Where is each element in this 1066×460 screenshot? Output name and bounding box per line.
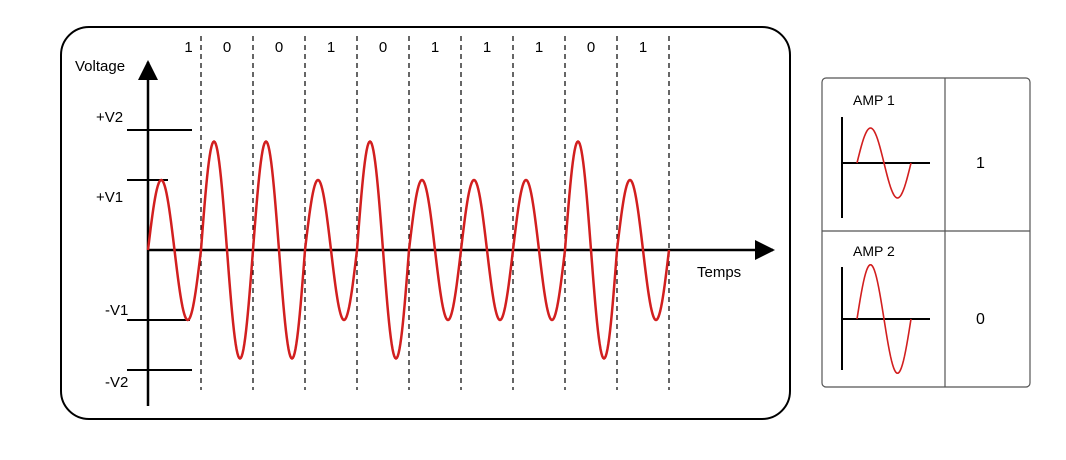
legend-amp1-value: 1 — [976, 155, 985, 172]
level-label-pos-v1: +V1 — [96, 189, 123, 206]
level-label-pos-v2: +V2 — [96, 109, 123, 126]
bit-separators — [200, 36, 670, 390]
bit-label: 1 — [431, 39, 439, 56]
bit-label: 1 — [483, 39, 491, 56]
legend-amp2-value: 0 — [976, 311, 985, 328]
ask-waveform — [146, 139, 671, 361]
bit-label: 0 — [275, 39, 283, 56]
bit-label: 1 — [184, 39, 192, 56]
bit-label: 1 — [327, 39, 335, 56]
legend-frame — [821, 77, 1031, 388]
y-axis-label: Voltage — [75, 58, 125, 75]
legend-amp1-wave — [856, 127, 912, 199]
legend-amp2-title: AMP 2 — [853, 243, 895, 259]
level-label-neg-v1: -V1 — [105, 302, 128, 319]
x-axis-label: Temps — [697, 264, 741, 281]
legend-amp1-title: AMP 1 — [853, 92, 895, 108]
level-label-neg-v2: -V2 — [105, 374, 128, 391]
bit-label: 1 — [639, 39, 647, 56]
bit-label: 1 — [535, 39, 543, 56]
bit-label: 0 — [379, 39, 387, 56]
bit-labels: 1 0 0 1 0 1 1 1 0 1 — [184, 39, 647, 56]
diagram-frame — [60, 26, 791, 420]
bit-label: 0 — [587, 39, 595, 56]
legend-amp2-wave — [856, 264, 912, 374]
bit-label: 0 — [223, 39, 231, 56]
